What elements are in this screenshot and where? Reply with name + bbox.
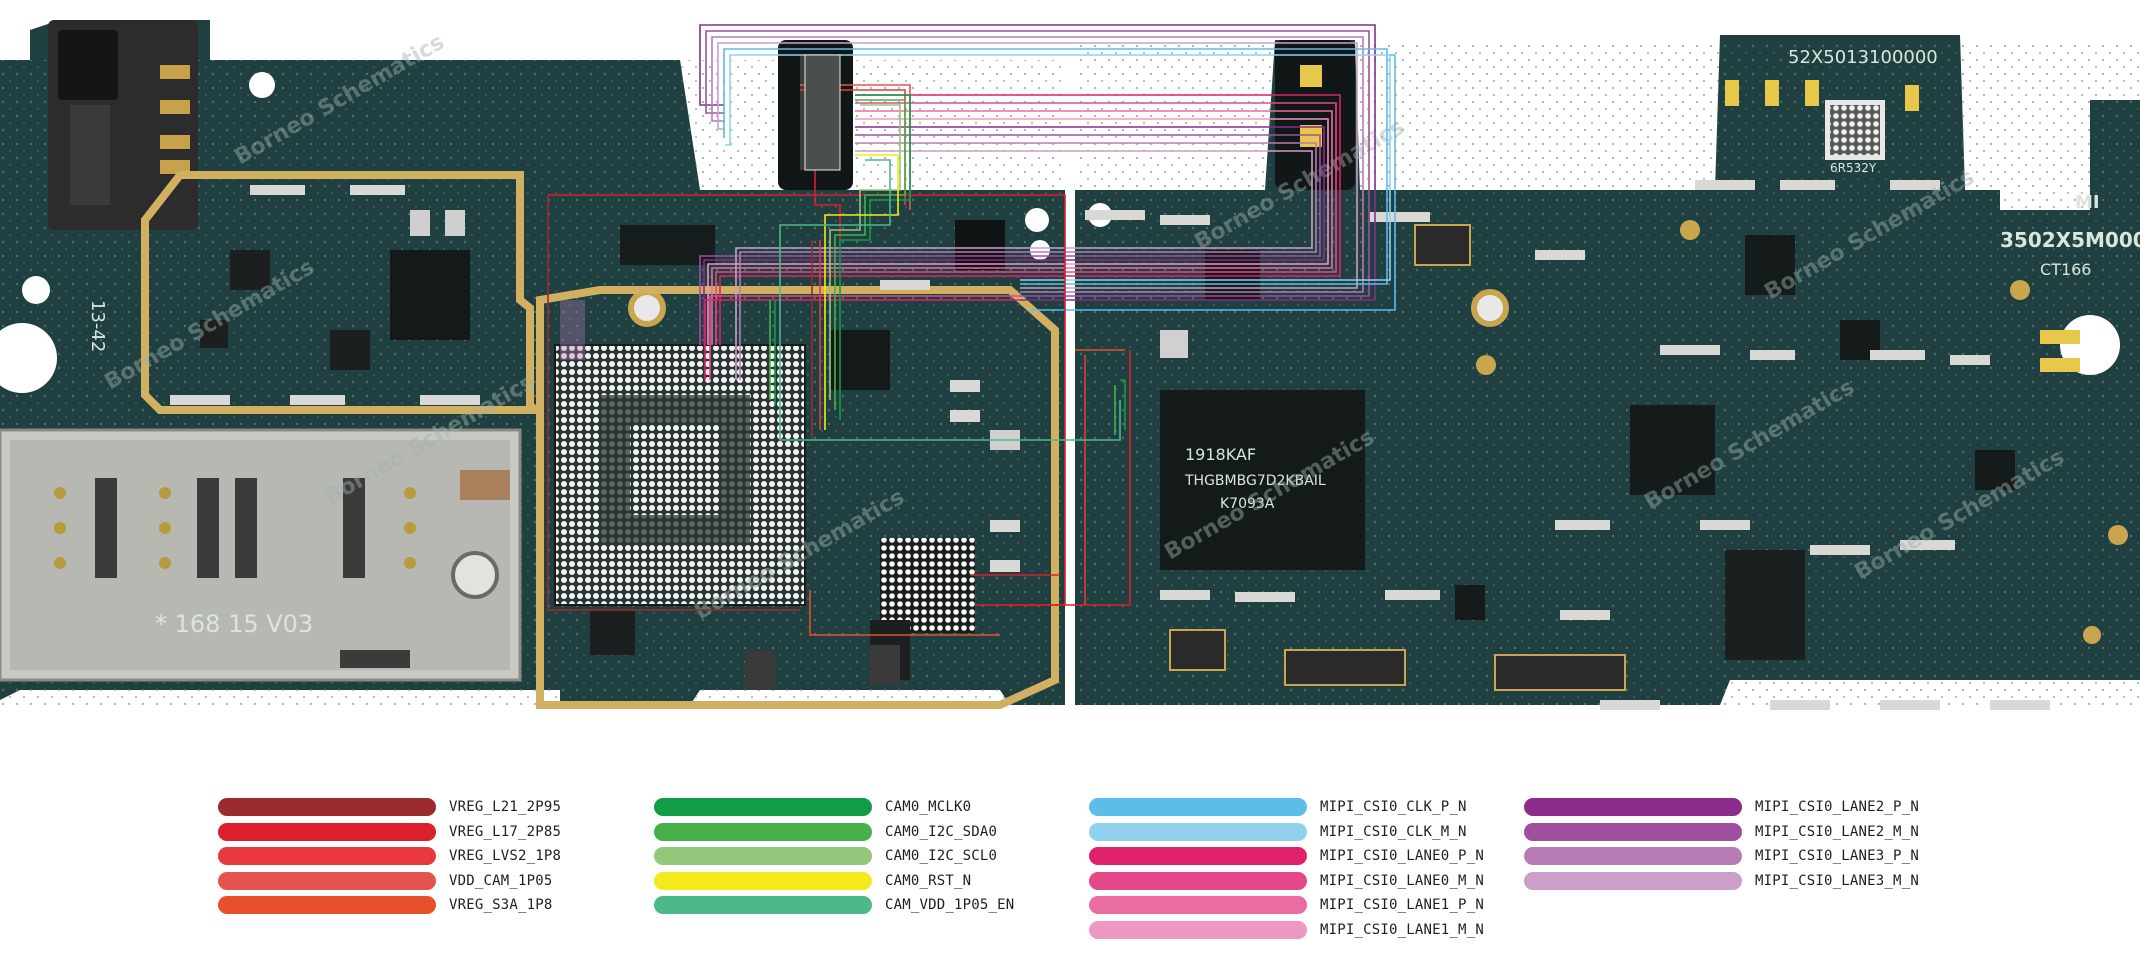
legend-swatch	[1524, 847, 1742, 865]
mipi-pad-cluster	[560, 300, 585, 360]
legend-item: CAM0_RST_N	[654, 869, 1074, 894]
legend-item: CAM_VDD_1P05_EN	[654, 893, 1074, 918]
legend-swatch	[1089, 847, 1307, 865]
legend-item: MIPI_CSI0_LANE3_M_N	[1524, 869, 1944, 894]
mi-logo: MI	[2075, 192, 2100, 213]
legend-swatch	[654, 871, 872, 890]
legend-swatch	[654, 822, 872, 841]
legend-label: VREG_LVS2_1P8	[449, 848, 562, 864]
legend-label: MIPI_CSI0_LANE1_P_N	[1320, 897, 1484, 913]
qr-label: 6R532Y	[1830, 161, 1877, 175]
signal-legend: VREG_L21_2P95 VREG_L17_2P85 VREG_LVS2_1P…	[0, 795, 2140, 955]
legend-label: VREG_L17_2P85	[449, 823, 562, 840]
legend-label: MIPI_CSI0_LANE2_M_N	[1755, 823, 1919, 840]
legend-label: CAM_VDD_1P05_EN	[885, 897, 1015, 913]
legend-item: VREG_S3A_1P8	[218, 893, 638, 918]
legend-item: MIPI_CSI0_CLK_P_N	[1089, 795, 1509, 820]
legend-swatch	[218, 871, 436, 890]
legend-item: VREG_LVS2_1P8	[218, 844, 638, 869]
legend-item: VREG_L17_2P85	[218, 820, 638, 845]
legend-item: CAM0_I2C_SDA0	[654, 820, 1074, 845]
legend-item: CAM0_MCLK0	[654, 795, 1074, 820]
legend-label: MIPI_CSI0_LANE0_M_N	[1320, 872, 1484, 889]
chip-marking-2: THGBMBG7D2KBAIL	[1184, 473, 1326, 489]
legend-swatch	[654, 896, 872, 914]
legend-swatch	[218, 798, 436, 816]
legend-item: MIPI_CSI0_LANE3_P_N	[1524, 844, 1944, 869]
board-sub-label: CT166	[2040, 260, 2091, 279]
legend-item: MIPI_CSI0_LANE1_P_N	[1089, 893, 1509, 918]
legend-label: CAM0_I2C_SCL0	[885, 848, 998, 864]
legend-label: VREG_L21_2P95	[449, 799, 562, 815]
legend-item: MIPI_CSI0_LANE1_M_N	[1089, 918, 1509, 943]
legend-label: CAM0_I2C_SDA0	[885, 823, 998, 840]
legend-swatch	[218, 822, 436, 841]
legend-label: MIPI_CSI0_LANE3_P_N	[1755, 848, 1919, 864]
legend-label: VDD_CAM_1P05	[449, 872, 553, 889]
legend-label: CAM0_MCLK0	[885, 799, 972, 815]
legend-swatch	[1524, 822, 1742, 841]
legend-swatch	[218, 847, 436, 865]
legend-label: MIPI_CSI0_CLK_M_N	[1320, 823, 1467, 840]
legend-label: MIPI_CSI0_LANE3_M_N	[1755, 872, 1919, 889]
legend-swatch	[1089, 822, 1307, 841]
legend-swatch	[1524, 871, 1742, 890]
chip-marking-1: 1918KAF	[1185, 445, 1256, 464]
legend-item: MIPI_CSI0_LANE2_P_N	[1524, 795, 1944, 820]
chip-marking-3: K7093A	[1220, 496, 1275, 512]
pcb-board-diagram: * 168 15 V03 13-42 1918KAF THGBM	[0, 20, 2140, 710]
legend-label: MIPI_CSI0_LANE0_P_N	[1320, 848, 1484, 864]
legend-column-mipi-lanes: MIPI_CSI0_LANE2_P_N MIPI_CSI0_LANE2_M_N …	[1524, 795, 1944, 893]
legend-item: VREG_L21_2P95	[218, 795, 638, 820]
legend-label: MIPI_CSI0_CLK_P_N	[1320, 799, 1467, 815]
legend-swatch	[1089, 798, 1307, 816]
legend-label: VREG_S3A_1P8	[449, 897, 553, 913]
legend-label: MIPI_CSI0_LANE1_M_N	[1320, 921, 1484, 938]
legend-label: MIPI_CSI0_LANE2_P_N	[1755, 799, 1919, 815]
legend-swatch	[1089, 896, 1307, 914]
board-part-number: 3502X5M000B	[2000, 228, 2140, 252]
legend-swatch	[218, 896, 436, 914]
legend-column-mipi-clk-lane: MIPI_CSI0_CLK_P_N MIPI_CSI0_CLK_M_N MIPI…	[1089, 795, 1509, 942]
left-board-label: 13-42	[87, 300, 108, 352]
right-board: 1918KAF THGBMBG7D2KBAIL K7093A 6R532Y 52…	[170, 35, 2140, 710]
signal-traces	[547, 24, 1396, 636]
legend-swatch	[1089, 871, 1307, 890]
legend-swatch	[1524, 798, 1742, 816]
legend-item: CAM0_I2C_SCL0	[654, 844, 1074, 869]
legend-item: MIPI_CSI0_LANE2_M_N	[1524, 820, 1944, 845]
board-top-label: 52X5013100000	[1788, 47, 1938, 68]
sim-tray-label: * 168 15 V03	[155, 610, 313, 638]
legend-item: VDD_CAM_1P05	[218, 869, 638, 894]
legend-label: CAM0_RST_N	[885, 872, 972, 889]
legend-item: MIPI_CSI0_CLK_M_N	[1089, 820, 1509, 845]
legend-item: MIPI_CSI0_LANE0_M_N	[1089, 869, 1509, 894]
legend-swatch	[1089, 920, 1307, 939]
camera-fpc-connector	[804, 54, 841, 171]
legend-swatch	[654, 847, 872, 865]
legend-column-power: VREG_L21_2P95 VREG_L17_2P85 VREG_LVS2_1P…	[218, 795, 638, 918]
legend-item: MIPI_CSI0_LANE0_P_N	[1089, 844, 1509, 869]
legend-swatch	[654, 798, 872, 816]
legend-column-control: CAM0_MCLK0 CAM0_I2C_SDA0 CAM0_I2C_SCL0 C…	[654, 795, 1074, 918]
